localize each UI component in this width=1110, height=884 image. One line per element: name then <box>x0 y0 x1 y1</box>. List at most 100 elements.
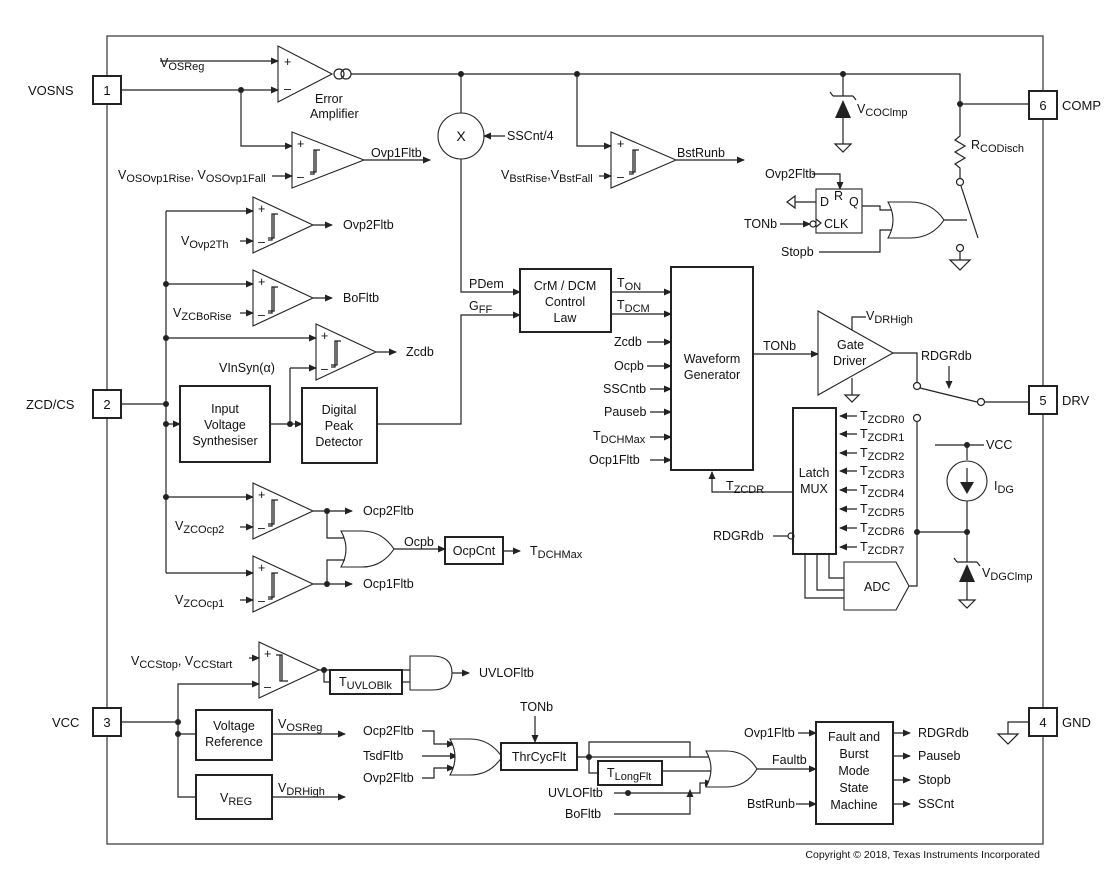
tzcdr-inputs: TZCDR0 TZCDR1 TZCDR2 TZCDR3 TZCDR4 TZCDR… <box>839 409 904 557</box>
voltage-reference-block: Voltage Reference <box>195 709 273 761</box>
ovp2fltb-ff-label: Ovp2Fltb <box>765 167 816 181</box>
svg-text:3: 3 <box>103 715 110 730</box>
svg-text:–: – <box>258 521 265 535</box>
fault-in-ocp2fltb: Ocp2Fltb <box>363 724 414 738</box>
ocp1fltb-label: Ocp1Fltb <box>363 577 414 591</box>
svg-text:Driver: Driver <box>833 354 866 368</box>
error-amplifier: + – Error Amplifier <box>277 45 359 121</box>
latch-mux: Latch MUX <box>792 407 837 555</box>
pin-label-gnd: GND <box>1062 715 1091 730</box>
svg-text:Waveform: Waveform <box>684 352 741 366</box>
wg-in-zcdb: Zcdb <box>614 335 642 349</box>
svg-text:Detector: Detector <box>315 435 362 449</box>
svg-text:Law: Law <box>554 311 578 325</box>
ovp2-comparator: + – <box>252 196 315 254</box>
gate-driver: Gate Driver <box>817 310 895 403</box>
fault-state-machine: Fault and Burst Mode State Machine <box>815 721 894 825</box>
svg-text:6: 6 <box>1039 98 1046 113</box>
zcdb-label: Zcdb <box>406 345 434 359</box>
tuvloblk-block: TUVLOBlk <box>329 669 403 695</box>
vovp2th-label: VOvp2Th <box>181 234 228 251</box>
vreg-block: VREG <box>195 774 273 820</box>
svg-text:TZCDR4: TZCDR4 <box>860 483 904 500</box>
multiplier-block: X <box>437 112 485 160</box>
svg-text:Amplifier: Amplifier <box>310 107 359 121</box>
vdgclmp-label: VDGClmp <box>982 566 1033 583</box>
waveform-generator: Waveform Generator <box>670 266 754 471</box>
tonb-top-label: TONb <box>520 700 553 714</box>
pin-3: 3 VCC <box>52 707 122 737</box>
vdgclmp-zener <box>953 557 981 609</box>
thrcycflt-block: ThrCycFlt <box>500 742 578 771</box>
svg-text:TZCDR7: TZCDR7 <box>860 540 904 557</box>
svg-text:CLK: CLK <box>824 217 849 231</box>
pin-label-comp: COMP <box>1062 98 1101 113</box>
vcoclmp-label: VCOClmp <box>857 102 908 119</box>
pin-4: 4 GND <box>1028 707 1091 737</box>
wg-in-ocp1fltb: Ocp1Fltb <box>589 453 640 467</box>
pin-2: 2 ZCD/CS <box>26 389 122 419</box>
svg-text:–: – <box>258 308 265 322</box>
svg-text:Burst: Burst <box>839 747 869 761</box>
sm-out-sscnt: SSCnt <box>918 797 955 811</box>
svg-text:R: R <box>834 189 843 203</box>
svg-text:+: + <box>321 329 328 343</box>
sm-out-rdgrdb: RDGRdb <box>918 726 969 740</box>
svg-text:4: 4 <box>1039 715 1046 730</box>
svg-text:State: State <box>839 781 868 795</box>
svg-text:–: – <box>617 170 624 184</box>
tdcm-label: TDCM <box>617 298 650 315</box>
faultb-or-gate <box>705 750 758 788</box>
svg-text:+: + <box>258 561 265 575</box>
gnd-symbol <box>996 721 1029 745</box>
svg-text:TZCDR5: TZCDR5 <box>860 502 904 519</box>
svg-text:–: – <box>258 594 265 608</box>
bst-comparator: + – <box>610 131 678 189</box>
ovp1-comparator: + – <box>291 131 366 189</box>
ovp1fltb-sm-label: Ovp1Fltb <box>744 726 795 740</box>
bstrunb-label: BstRunb <box>677 146 725 160</box>
uvlo-comparator: + – <box>258 641 321 699</box>
uvlofltb-in-label: UVLOFltb <box>548 786 603 800</box>
tzcdr-out-label: TZCDR <box>726 479 764 496</box>
idg-label: IDG <box>994 479 1014 496</box>
svg-text:Fault and: Fault and <box>828 730 880 744</box>
vosreg-out-label: VOSReg <box>278 717 322 734</box>
idg-current-source <box>946 460 988 502</box>
flip-flop: D R Q CLK <box>815 188 863 234</box>
svg-text:+: + <box>258 488 265 502</box>
ocp1-comparator: + – <box>252 555 315 613</box>
pdem-label: PDem <box>469 277 504 291</box>
ton-label: TON <box>617 276 641 293</box>
vbst-label: VBstRise,VBstFall <box>501 168 593 185</box>
pin-label-zcdcs: ZCD/CS <box>26 397 75 412</box>
svg-text:Machine: Machine <box>830 798 877 812</box>
svg-text:OcpCnt: OcpCnt <box>453 544 496 558</box>
svg-text:Gate: Gate <box>837 338 864 352</box>
svg-text:1: 1 <box>103 83 110 98</box>
svg-text:5: 5 <box>1039 393 1046 408</box>
vzcborise-label: VZCBoRise <box>173 306 231 323</box>
wg-in-sscntb: SSCntb <box>603 382 646 396</box>
rcodisch-resistor <box>948 104 979 271</box>
bofltb-label: BoFltb <box>343 291 379 305</box>
bstrunb-sm-label: BstRunb <box>747 797 795 811</box>
svg-text:Peak: Peak <box>325 419 354 433</box>
pin-6: 6 COMP <box>1028 90 1101 120</box>
ocp2fltb-label: Ocp2Fltb <box>363 504 414 518</box>
svg-text:Input: Input <box>211 402 239 416</box>
vcc-top-label: VCC <box>986 438 1012 452</box>
tlongflt-block: TLongFlt <box>597 760 663 786</box>
svg-text:–: – <box>258 235 265 249</box>
svg-text:D: D <box>820 195 829 209</box>
sm-out-stopb: Stopb <box>918 773 951 787</box>
wg-in-ocpb: Ocpb <box>614 359 644 373</box>
adc-block: ADC <box>843 561 910 611</box>
vzcocp2-label: VZCOcp2 <box>175 519 224 536</box>
bofltb-in-label: BoFltb <box>565 807 601 821</box>
svg-text:Voltage: Voltage <box>204 418 246 432</box>
ocp-or-gate <box>340 530 395 568</box>
vdrhigh-gd-label: VDRHigh <box>866 309 913 326</box>
vinsyn-label: VInSyn(α) <box>219 361 275 375</box>
svg-text:ADC: ADC <box>864 580 890 594</box>
